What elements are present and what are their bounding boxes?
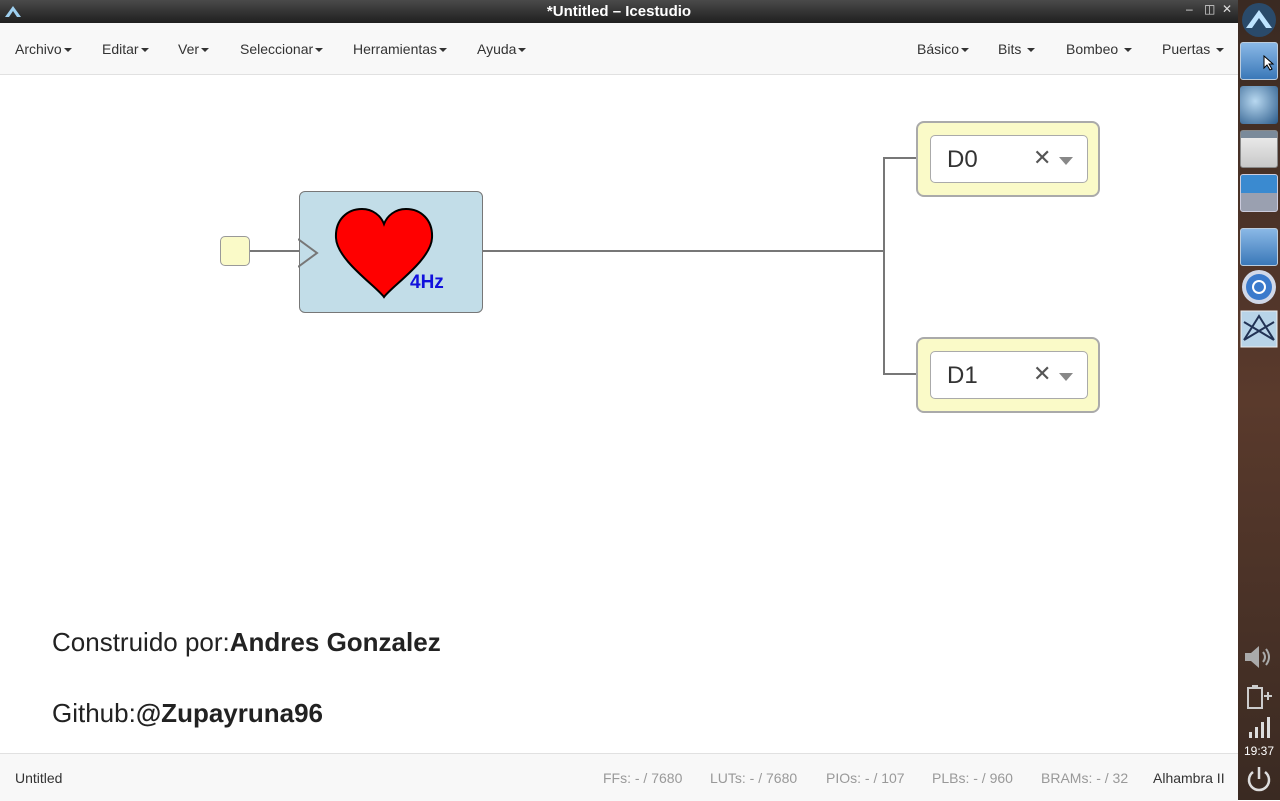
- network-icon[interactable]: [1240, 86, 1278, 124]
- pin-select-d1[interactable]: D1 ✕: [930, 351, 1088, 399]
- wire-vertical[interactable]: [883, 157, 885, 375]
- folder-icon[interactable]: [1240, 228, 1278, 266]
- window-icon[interactable]: [1240, 130, 1278, 168]
- menu-basico[interactable]: Básico: [917, 41, 970, 57]
- status-plbs: PLBs: - / 960: [932, 770, 1013, 786]
- input-port[interactable]: [220, 236, 250, 266]
- minimize-button[interactable]: –: [1186, 2, 1193, 16]
- github-text: Github:@Zupayruna96: [52, 698, 324, 728]
- wire-to-d1[interactable]: [883, 373, 917, 375]
- wire-input[interactable]: [250, 250, 300, 252]
- output-block-d0[interactable]: D0 ✕: [916, 121, 1100, 197]
- menu-seleccionar[interactable]: Seleccionar: [240, 41, 324, 57]
- built-by-text: Construido por:Andres Gonzalez: [52, 627, 441, 657]
- wire-main[interactable]: [483, 250, 885, 252]
- clock: 19:37: [1243, 744, 1275, 758]
- clear-icon[interactable]: ✕: [1033, 361, 1052, 386]
- heart-icon: [334, 208, 434, 299]
- status-pios: PIOs: - / 107: [826, 770, 905, 786]
- design-canvas[interactable]: 4Hz D0 ✕ D1 ✕ Construido por:Andres Gonz…: [0, 75, 1238, 753]
- menu-bombeo[interactable]: Bombeo: [1066, 41, 1133, 57]
- power-icon[interactable]: [1244, 764, 1274, 794]
- frequency-label: 4Hz: [410, 272, 444, 293]
- menu-herramientas[interactable]: Herramientas: [353, 41, 448, 57]
- pin-label: D1: [947, 362, 978, 389]
- status-ffs: FFs: - / 7680: [603, 770, 683, 786]
- battery-icon[interactable]: [1244, 682, 1274, 712]
- restore-button[interactable]: ◫: [1204, 2, 1216, 16]
- menu-puertas[interactable]: Puertas: [1162, 41, 1225, 57]
- status-luts: LUTs: - / 7680: [710, 770, 798, 786]
- output-block-d1[interactable]: D1 ✕: [916, 337, 1100, 413]
- chromium-icon[interactable]: [1240, 268, 1278, 306]
- status-board[interactable]: Alhambra II: [1153, 770, 1225, 786]
- heartbeat-block[interactable]: 4Hz: [298, 191, 483, 313]
- window-title: *Untitled – Icestudio: [546, 3, 692, 20]
- statusbar: Untitled FFs: - / 7680 LUTs: - / 7680 PI…: [0, 753, 1238, 801]
- icestudio-logo-icon[interactable]: [1240, 2, 1278, 38]
- menu-editar[interactable]: Editar: [102, 41, 149, 57]
- folder-cursor-icon[interactable]: [1240, 42, 1278, 80]
- pin-select-d0[interactable]: D0 ✕: [930, 135, 1088, 183]
- status-filename: Untitled: [15, 770, 63, 786]
- menubar: Archivo Editar Ver Seleccionar Herramien…: [0, 23, 1238, 75]
- status-brams: BRAMs: - / 32: [1041, 770, 1129, 786]
- window-titlebar: *Untitled – Icestudio – ◫ ✕: [0, 0, 1238, 23]
- dropdown-arrow-icon[interactable]: [1059, 373, 1073, 381]
- signal-icon[interactable]: [1246, 716, 1272, 740]
- clock-input-triangle-icon: [298, 238, 319, 268]
- app-tile-icon[interactable]: [1240, 174, 1278, 212]
- icestudio-logo-icon: [5, 6, 21, 17]
- taskbar-dock: 19:37: [1238, 0, 1280, 800]
- icestudio-icon[interactable]: [1240, 310, 1278, 348]
- close-button[interactable]: ✕: [1222, 2, 1233, 16]
- volume-icon[interactable]: [1242, 642, 1276, 672]
- menu-ver[interactable]: Ver: [178, 41, 210, 57]
- menu-ayuda[interactable]: Ayuda: [477, 41, 527, 57]
- clear-icon[interactable]: ✕: [1033, 145, 1052, 170]
- menu-bits[interactable]: Bits: [998, 41, 1036, 57]
- pin-label: D0: [947, 146, 978, 173]
- wire-to-d0[interactable]: [883, 157, 917, 159]
- menu-archivo[interactable]: Archivo: [15, 41, 72, 57]
- dropdown-arrow-icon[interactable]: [1059, 157, 1073, 165]
